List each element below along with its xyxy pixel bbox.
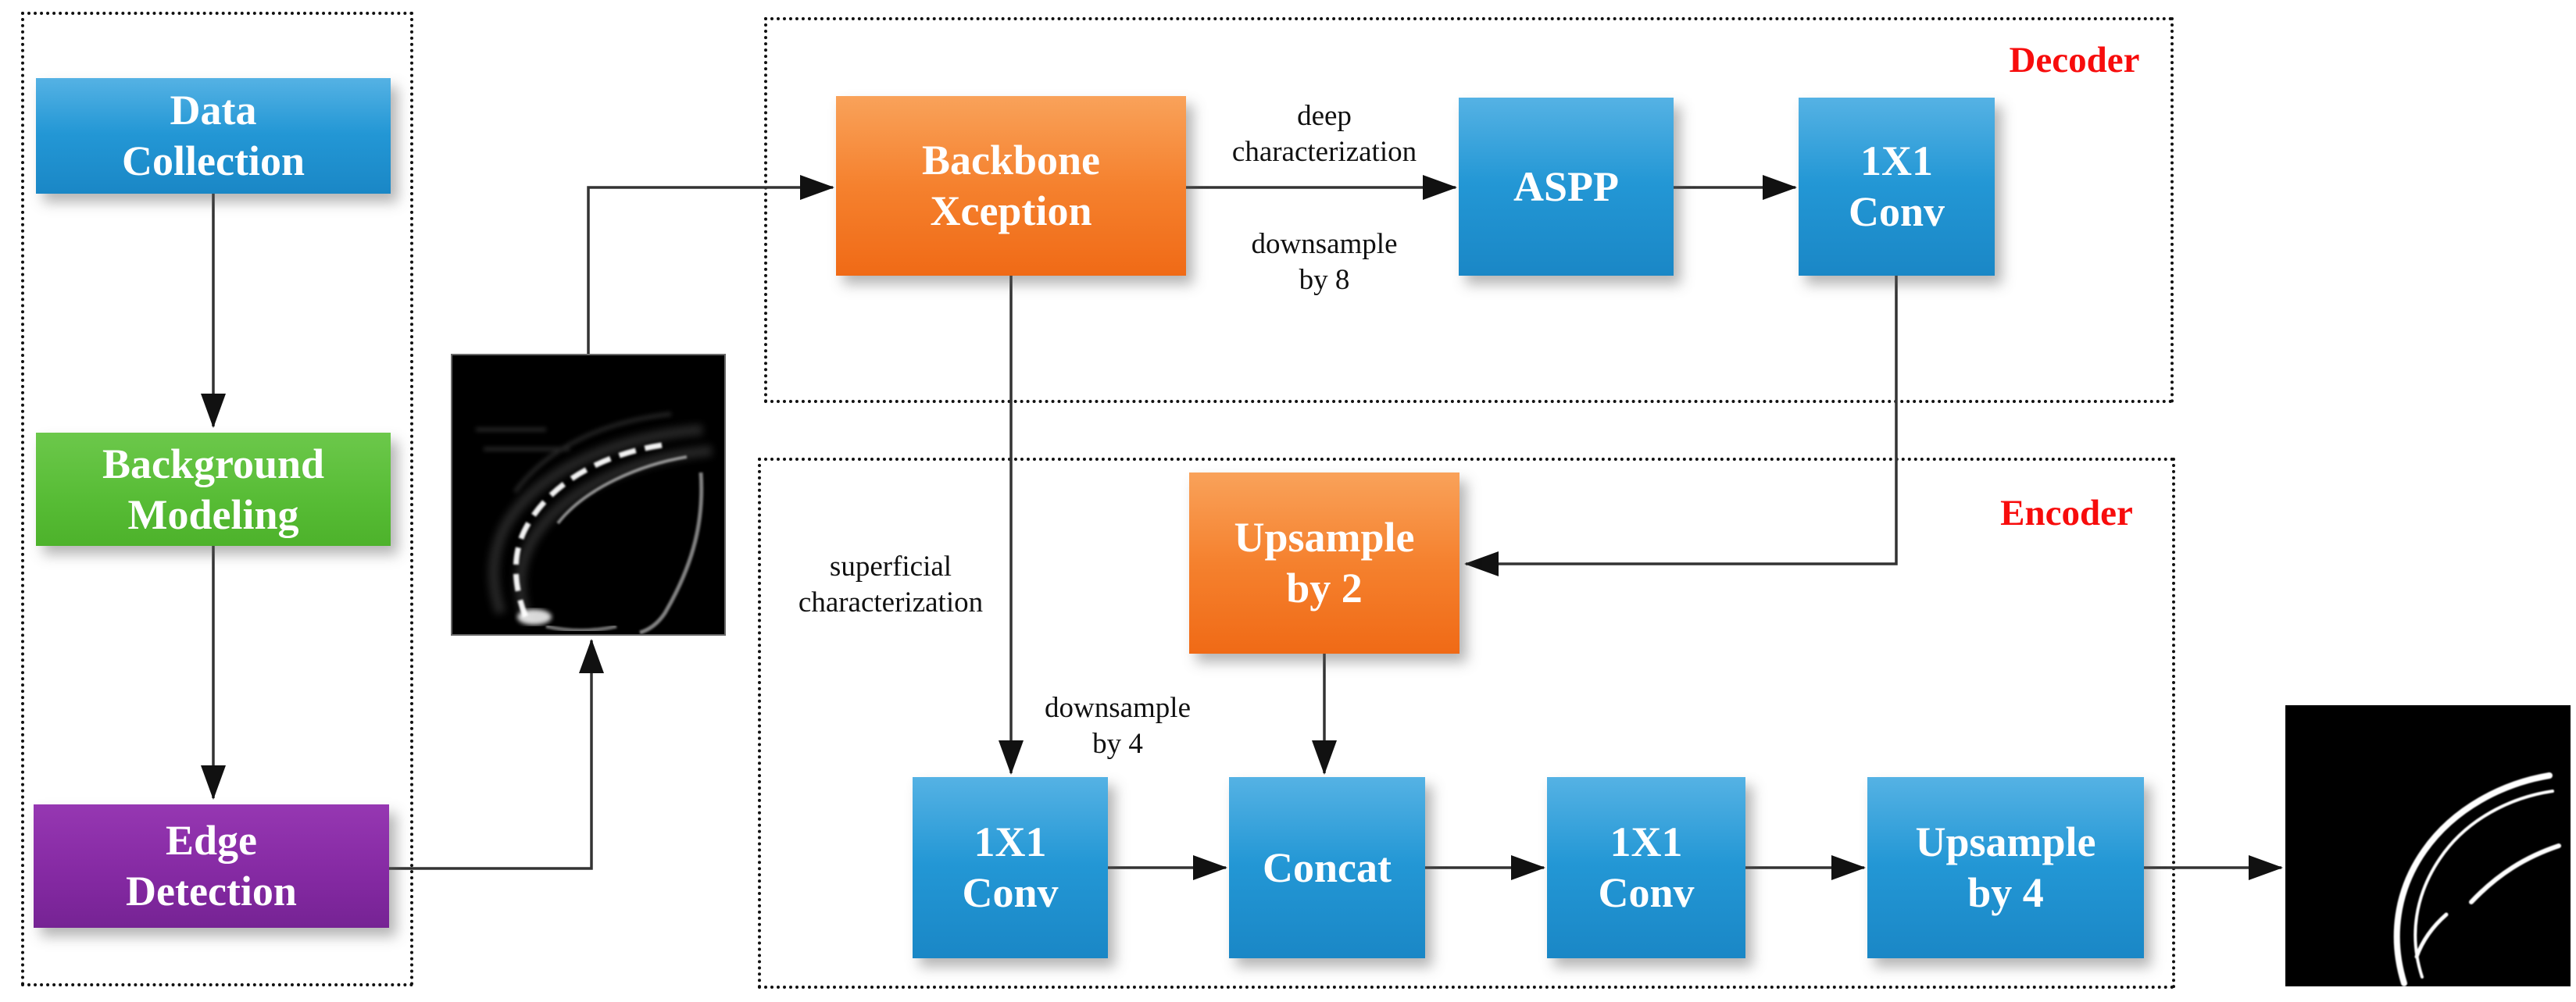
backbone-xception-box: Backbone Xception [836, 96, 1186, 276]
sonar-input-image [451, 354, 726, 636]
upsample-by-2-box: Upsample by 2 [1189, 472, 1459, 654]
encoder-section-title: Encoder [2000, 493, 2133, 533]
background-modeling-box: Background Modeling [36, 433, 391, 546]
upsample-by-4-box: Upsample by 4 [1867, 777, 2144, 958]
encoder-fuse-1x1-conv-box: 1X1 Conv [1547, 777, 1745, 958]
decoder-1x1-conv-box: 1X1 Conv [1799, 98, 1995, 276]
deep-characterization-label: deep characterization [1231, 100, 1417, 169]
concat-box: Concat [1229, 777, 1425, 958]
preprocessing-region-border [21, 12, 413, 986]
encoder-skip-1x1-conv-box: 1X1 Conv [913, 777, 1108, 958]
downsample-by-8-label: downsample by 8 [1251, 228, 1398, 297]
edge-detection-box: Edge Detection [34, 804, 389, 928]
encoder-region-border [758, 458, 2175, 989]
decoder-section-title: Decoder [2009, 40, 2140, 80]
superficial-characterization-label: superficial characterization [798, 551, 984, 619]
aspp-box: ASPP [1459, 98, 1674, 276]
downsample-by-4-label: downsample by 4 [1044, 692, 1192, 761]
data-collection-box: Data Collection [36, 78, 391, 194]
edge-map-output-image [2285, 705, 2571, 986]
decoder-region-border [764, 17, 2174, 403]
